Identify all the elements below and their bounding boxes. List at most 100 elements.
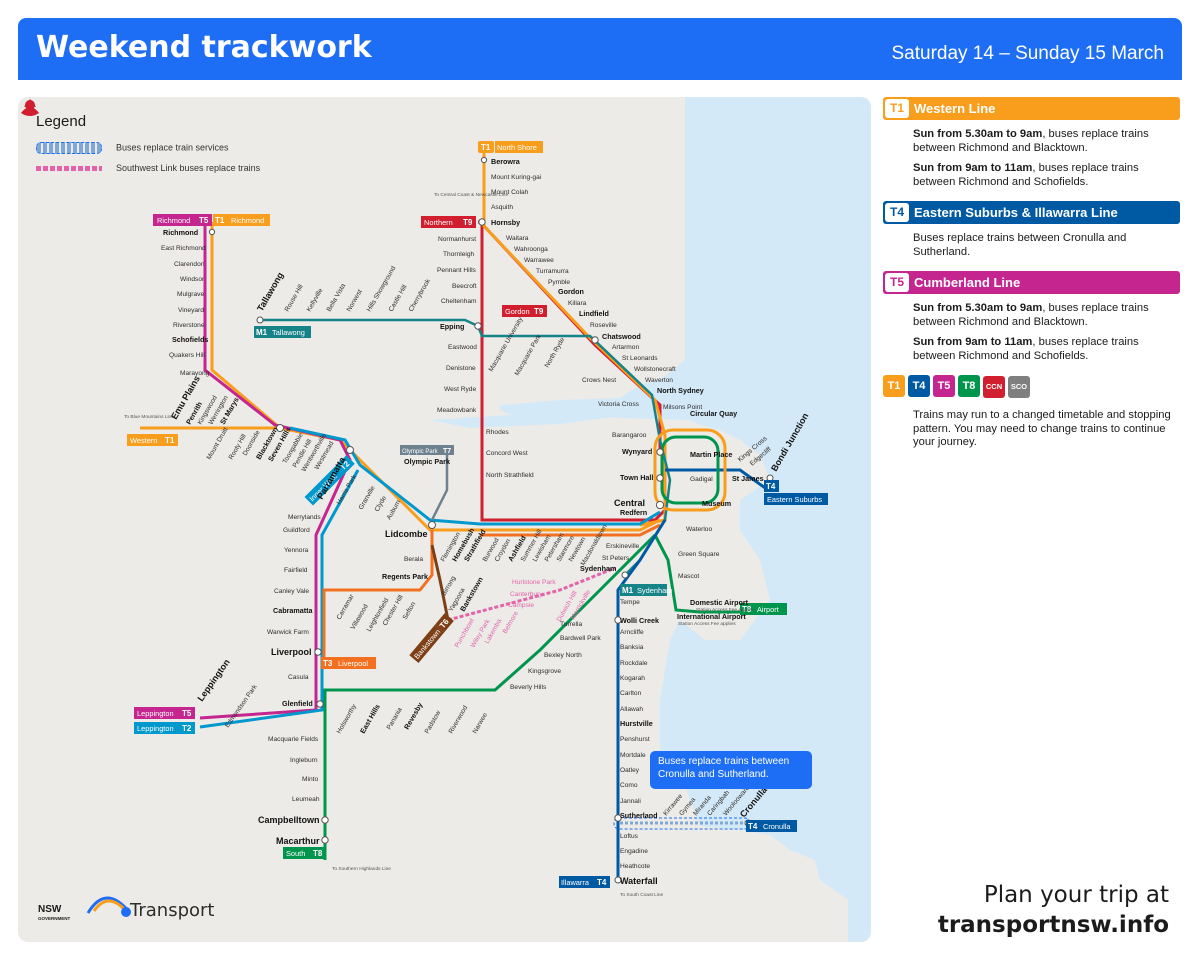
station-dot-berowra: [480, 156, 488, 164]
t4-header-bar: T4 Eastern Suburbs & Illawarra Line: [883, 201, 1180, 224]
stn-macquarie-fields: Macquarie Fields: [268, 736, 319, 743]
stn-minto: Minto: [302, 776, 318, 783]
t7-line: [430, 450, 449, 521]
stn-yennora: Yennora: [284, 547, 309, 554]
t1-line-name: Western Line: [914, 101, 996, 116]
stn-narwee: Narwee: [472, 712, 490, 735]
stn-fairfield: Fairfield: [284, 567, 308, 574]
stn-asquith: Asquith: [491, 204, 513, 211]
harbour-water: [500, 97, 871, 942]
mini-badge-ccn: CCN: [983, 376, 1005, 398]
stn-epping: Epping: [440, 322, 464, 331]
svg-text:T9: T9: [534, 307, 544, 316]
government-label: GOVERNMENT: [38, 916, 71, 921]
stn-artarmon: Artarmon: [612, 344, 639, 351]
stn-clyde: Clyde: [374, 495, 389, 513]
svg-text:M1: M1: [256, 328, 268, 337]
stn-killara: Killara: [568, 300, 587, 307]
t5-line: [199, 222, 352, 720]
t1-pill: T1: [885, 99, 909, 118]
stn-lindfield: Lindfield: [579, 309, 609, 318]
station-dot-glenfield: [316, 700, 324, 708]
stn-thornleigh: Thornleigh: [443, 251, 474, 258]
cronulla-bus-segment: [613, 817, 751, 830]
note-southern-highlands: To Southern Highlands Line: [332, 866, 391, 872]
stn-berowra: Berowra: [491, 157, 521, 166]
stn-domestic-airport: Domestic Airport: [690, 598, 749, 607]
svg-text:T9: T9: [463, 218, 473, 227]
stn-north-sydney: North Sydney: [657, 386, 704, 395]
station-dot-campbelltown: [321, 816, 329, 824]
svg-text:Western: Western: [130, 436, 157, 445]
stn-wahroonga: Wahroonga: [514, 246, 548, 253]
stn-mount-kuring-gai: Mount Kuring-gai: [491, 174, 542, 181]
svg-text:T4: T4: [766, 482, 776, 491]
stn-holsworthy: Holsworthy: [336, 703, 359, 735]
stn-chatswood: Chatswood: [602, 332, 641, 341]
stn-kogarah: Kogarah: [620, 675, 645, 682]
svg-text:T8: T8: [313, 849, 323, 858]
stn-denistone: Denistone: [446, 365, 476, 372]
stn-tempe: Tempe: [620, 599, 640, 606]
stn-waverton: Waverton: [645, 377, 673, 384]
stn-mount-colah: Mount Colah: [491, 189, 529, 196]
stn-st-leonards: St Leonards: [622, 355, 658, 362]
stn-berala: Berala: [404, 556, 423, 563]
info-column: T1 Western Line Sun from 5.30am to 9am, …: [883, 97, 1180, 457]
t1-header-bar: T1 Western Line: [883, 97, 1180, 120]
station-dot-tallawong: [256, 316, 264, 324]
stn-north-strathfield: North Strathfield: [486, 472, 534, 479]
svg-text:South: South: [286, 849, 305, 858]
badge-t1-northshore: T1 North Shore: [478, 141, 543, 153]
nsw-label: NSW: [38, 904, 62, 915]
stn-lidcombe: Lidcombe: [385, 529, 428, 539]
website-link[interactable]: transportnsw.info: [937, 912, 1169, 938]
t4-notice-1: Buses replace trains between Cronulla an…: [913, 232, 1127, 258]
stn-panania: Panania: [386, 706, 404, 731]
badge-t4-eastern: T4 Eastern Suburbs: [764, 480, 828, 505]
stn-belmore: Belmore: [502, 610, 521, 635]
stn-kellyville: Kellyville: [306, 287, 325, 313]
badge-t7-olympicpark: Olympic Park T7: [400, 445, 454, 455]
station-dot-macarthur: [321, 836, 329, 844]
stn-bardwell-park: Bardwell Park: [560, 635, 601, 642]
stn-olympic-park: Olympic Park: [404, 457, 450, 466]
stn-mulgrave: Mulgrave: [177, 291, 204, 298]
city-loop: [653, 428, 727, 512]
stn-merrylands: Merrylands: [288, 514, 321, 521]
t5-notice-2: Sun from 9am to 11am, buses replace trai…: [913, 336, 1139, 362]
stn-normanhurst: Normanhurst: [438, 236, 476, 243]
stn-mascot: Mascot: [678, 573, 699, 580]
badge-t5-richmond: Richmond T5 T1 Richmond: [153, 214, 270, 226]
mini-badge-t1: T1: [883, 375, 905, 397]
mini-badge-t5: T5: [933, 375, 955, 397]
stn-riverwood: Riverwood: [448, 704, 470, 735]
stn-bexley-north: Bexley North: [544, 652, 582, 659]
stn-tallawong: Tallawong: [255, 270, 285, 313]
stn-sydenham: Sydenham: [580, 564, 616, 573]
note-airport-fee-2: Station Access Fee applies: [678, 621, 736, 627]
svg-text:Gordon: Gordon: [505, 307, 530, 316]
badge-t8-south: South T8: [283, 847, 326, 859]
stn-ingleburn: Ingleburn: [290, 757, 318, 764]
badge-t9-gordon: Gordon T9: [502, 305, 547, 317]
station-dot-waterfall: [614, 876, 622, 884]
mini-badge-t4: T4: [908, 375, 930, 397]
stn-concord-west: Concord West: [486, 450, 528, 457]
stn-pennant-hills: Pennant Hills: [437, 267, 477, 274]
stn-east-hills: East Hills: [358, 702, 382, 735]
transport-wordmark: Transport: [130, 900, 215, 921]
station-dot-hornsby: [478, 218, 486, 226]
stn-milsons-point: Milsons Point: [663, 404, 702, 411]
nsw-waratah-icon: [21, 99, 39, 116]
mini-badge-t8: T8: [958, 375, 980, 397]
stn-barangaroo: Barangaroo: [612, 432, 647, 439]
station-dot-chatswood: [591, 336, 599, 344]
stn-wynyard: Wynyard: [622, 447, 652, 456]
stn-birrong: Birrong: [441, 575, 458, 597]
svg-text:Liverpool: Liverpool: [338, 659, 368, 668]
stn-gadigal: Gadigal: [690, 476, 713, 483]
stn-banksia: Banksia: [620, 644, 644, 651]
stn-kingsgrove: Kingsgrove: [528, 668, 561, 675]
stn-wolli-creek: Wolli Creek: [620, 616, 659, 625]
